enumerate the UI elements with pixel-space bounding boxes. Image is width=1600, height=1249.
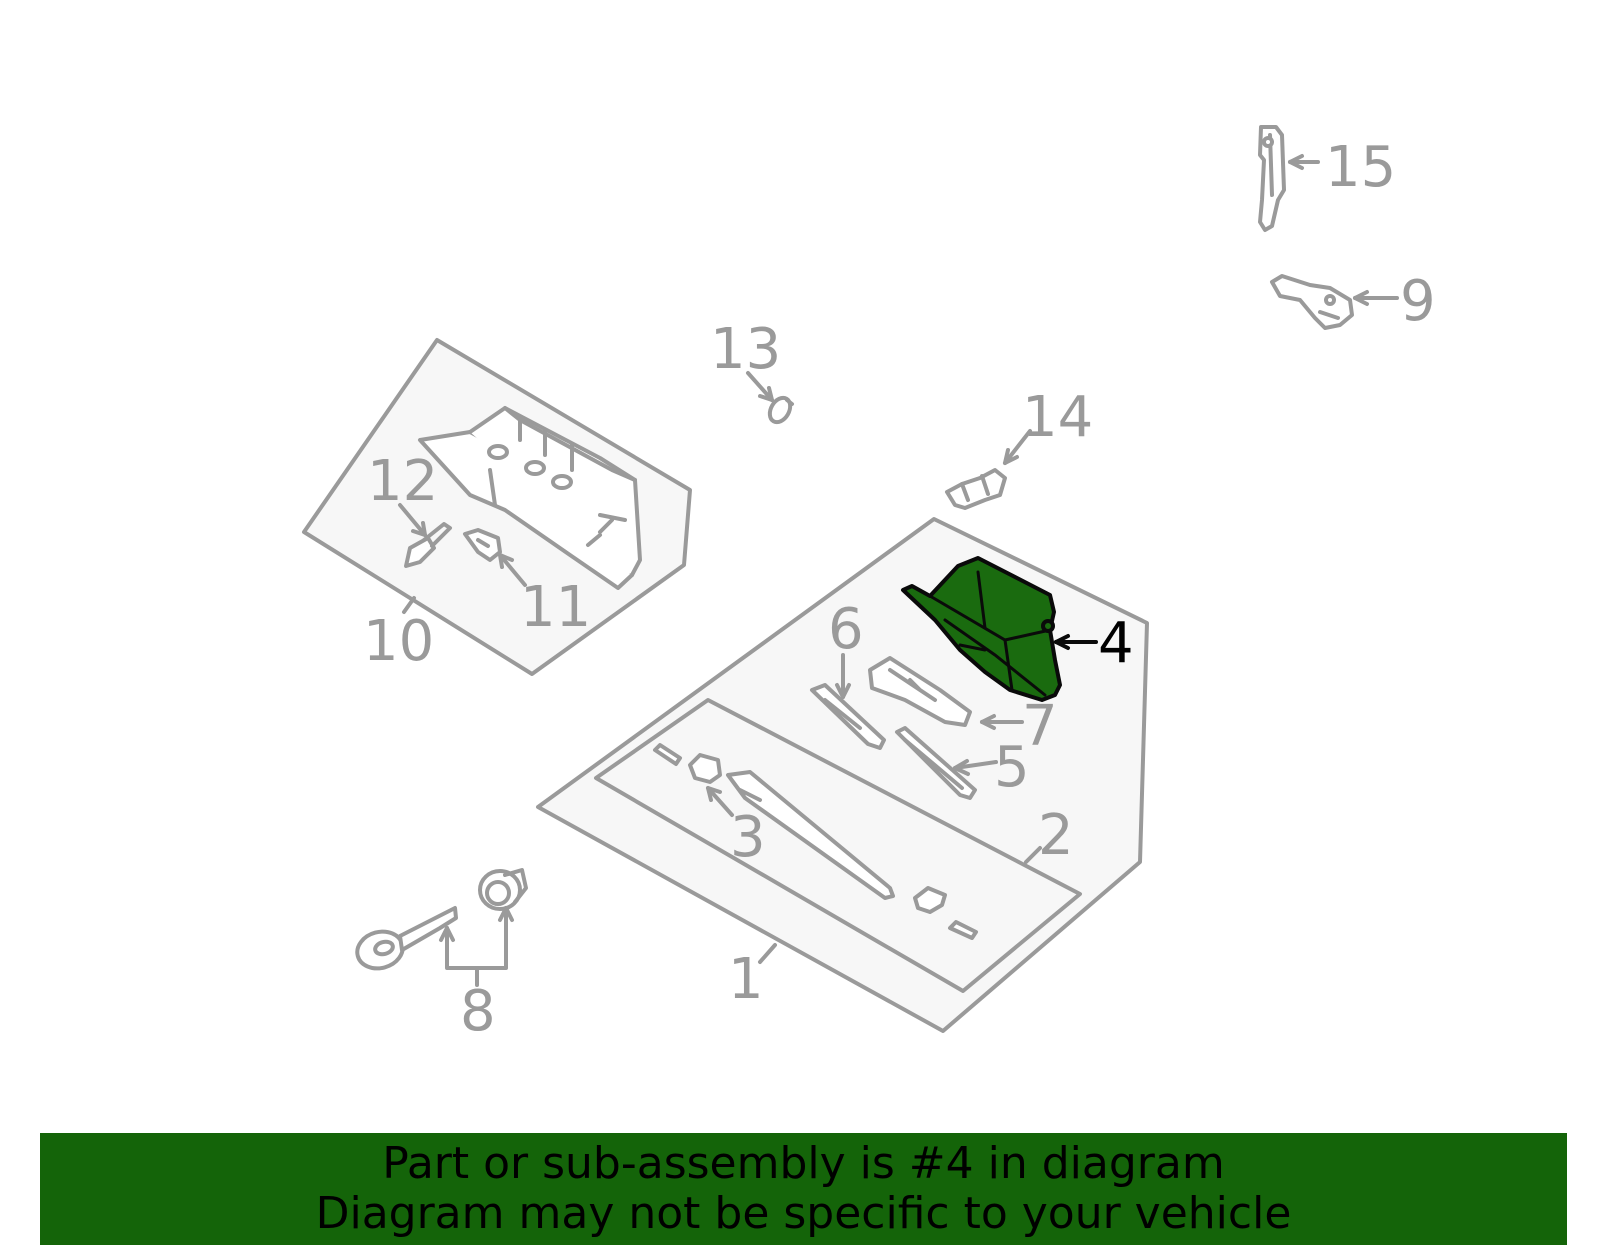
footer-line-2: Diagram may not be specific to your vehi… [315,1188,1292,1239]
part-15 [1258,125,1286,232]
callout-15: 15 [1325,135,1396,200]
part-13 [767,395,794,425]
callout-9: 9 [1400,269,1436,334]
callout-labels: 15 9 13 14 12 11 10 6 4 7 5 3 2 1 8 [363,135,1436,1044]
callout-7: 7 [1022,694,1058,759]
callout-8: 8 [460,979,496,1044]
callout-1: 1 [728,947,764,1012]
callout-12: 12 [367,449,438,514]
footer-line-1: Part or sub-assembly is #4 in diagram [382,1138,1225,1189]
callout-13: 13 [710,317,781,382]
highlighted-part-4[interactable] [901,556,1062,702]
panel-assembly-10 [302,338,692,676]
callout-5: 5 [994,735,1030,800]
callout-11: 11 [520,575,591,640]
callout-3: 3 [730,805,766,870]
part-14 [945,468,1007,510]
footer-banner: Part or sub-assembly is #4 in diagram Di… [40,1133,1567,1245]
callout-14: 14 [1022,385,1093,450]
leader-lines [398,154,1399,987]
callout-4[interactable]: 4 [1098,611,1134,676]
part-8 [355,868,528,971]
callout-10: 10 [363,609,434,674]
callout-2: 2 [1038,803,1074,868]
callout-6: 6 [828,597,864,662]
part-9 [1270,274,1354,330]
